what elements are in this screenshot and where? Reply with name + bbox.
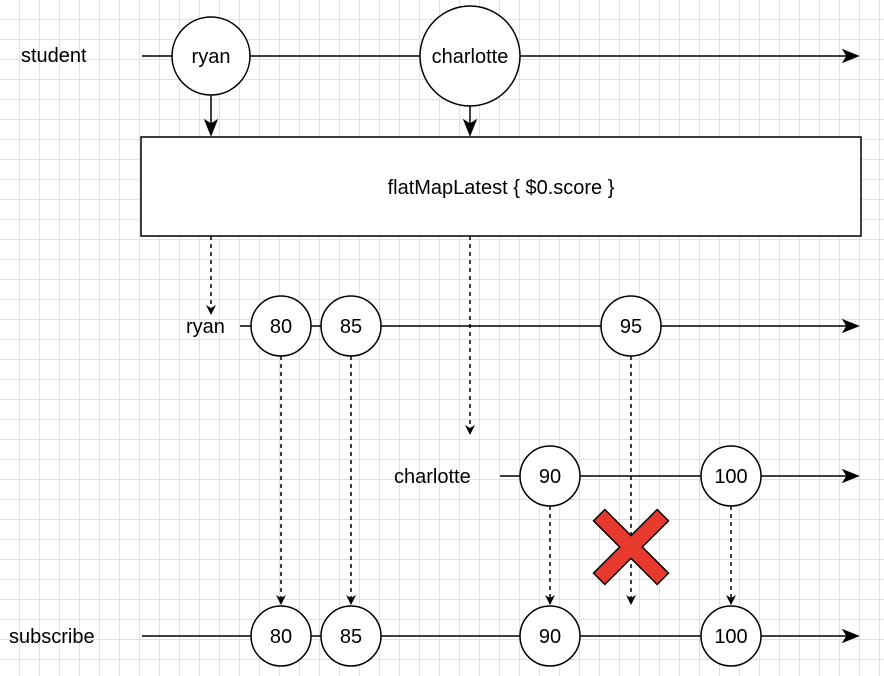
charlotte-event-90: 90 <box>519 445 581 507</box>
operator-label: flatMapLatest { $0.score } <box>388 177 615 199</box>
cross-icon <box>592 508 670 586</box>
ryan-event-95: 95 <box>600 295 662 357</box>
subscribe-event-80: 80 <box>250 605 312 667</box>
student-event-charlotte: charlotte <box>419 5 521 107</box>
charlotte-event-100: 100 <box>700 445 762 507</box>
subscribe-event-85: 85 <box>320 605 382 667</box>
ryan-event-80-label: 80 <box>270 316 292 338</box>
ryan-event-95-label: 95 <box>620 316 642 338</box>
subscribe-event-80-label: 80 <box>270 626 292 648</box>
student-event-charlotte-label: charlotte <box>432 46 509 68</box>
charlotte-event-100-label: 100 <box>714 466 747 488</box>
subscribe-event-100: 100 <box>700 605 762 667</box>
subscribe-event-90: 90 <box>519 605 581 667</box>
ryan-event-85-label: 85 <box>340 316 362 338</box>
charlotte-stream: charlotte 90 100 <box>394 445 860 507</box>
operator-box: flatMapLatest { $0.score } <box>140 136 862 237</box>
subscribe-event-90-label: 90 <box>539 626 561 648</box>
subscribe-stream: subscribe 80 85 90 100 <box>9 605 860 667</box>
charlotte-event-90-label: 90 <box>539 466 561 488</box>
charlotte-stream-label: charlotte <box>394 466 471 488</box>
student-stream: student ryan charlotte <box>21 5 860 107</box>
student-event-ryan: ryan <box>171 16 251 96</box>
ryan-event-80: 80 <box>250 295 312 357</box>
ryan-stream-label: ryan <box>186 316 225 338</box>
subscribe-event-85-label: 85 <box>340 626 362 648</box>
ryan-event-85: 85 <box>320 295 382 357</box>
student-stream-label: student <box>21 45 87 67</box>
subscribe-event-100-label: 100 <box>714 626 747 648</box>
subscribe-stream-label: subscribe <box>9 626 95 648</box>
ryan-stream: ryan 80 85 95 <box>186 295 860 357</box>
student-event-ryan-label: ryan <box>192 46 231 68</box>
